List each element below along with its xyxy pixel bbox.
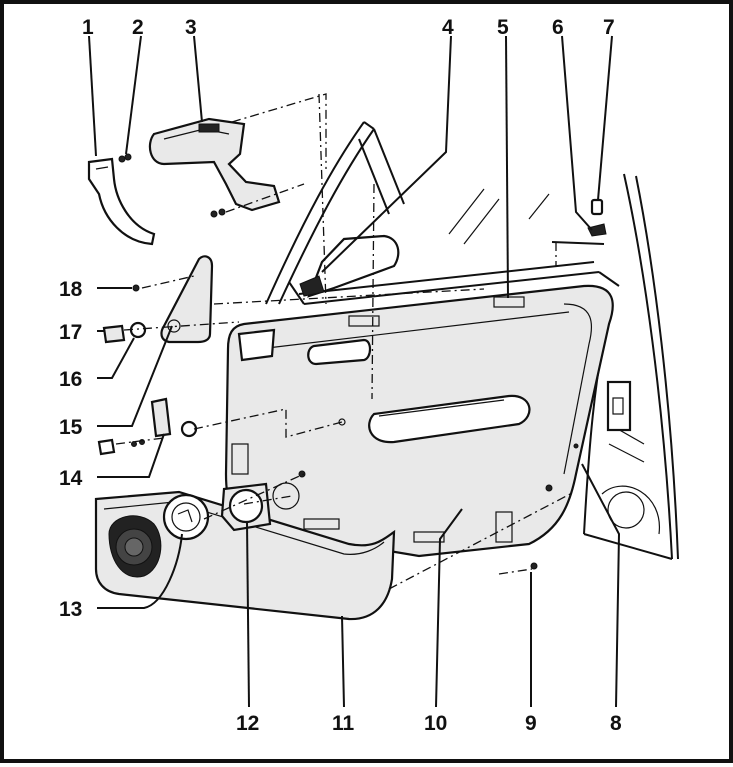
callout-5: 5 [497,16,509,39]
callout-3: 3 [185,16,197,39]
door-trim-panel [224,284,614,558]
exploded-door-diagram: 1 2 3 4 5 6 7 18 17 16 15 14 13 12 11 10… [59,16,679,735]
callout-11: 11 [332,712,355,735]
callout-17: 17 [59,321,82,344]
callout-8: 8 [610,712,622,735]
callout-12: 12 [236,712,259,735]
callout-16: 16 [59,368,82,391]
mirror-trim-cover [97,255,214,456]
callout-13: 13 [59,598,82,621]
leader-lines [88,35,621,708]
callout-6: 6 [552,16,564,39]
callout-2: 2 [132,16,144,39]
inner-handle-assembly [87,117,281,246]
callout-7: 7 [603,16,615,39]
callout-labels: 1 2 3 4 5 6 7 18 17 16 15 14 13 12 11 10… [59,16,622,735]
callout-4: 4 [442,16,454,39]
callout-15: 15 [59,416,83,439]
fasteners [298,470,553,570]
callout-10: 10 [424,712,447,735]
callout-9: 9 [525,712,537,735]
callout-1: 1 [82,16,94,39]
callout-14: 14 [59,467,83,490]
speaker-assembly [162,482,300,541]
callout-18: 18 [59,278,83,301]
